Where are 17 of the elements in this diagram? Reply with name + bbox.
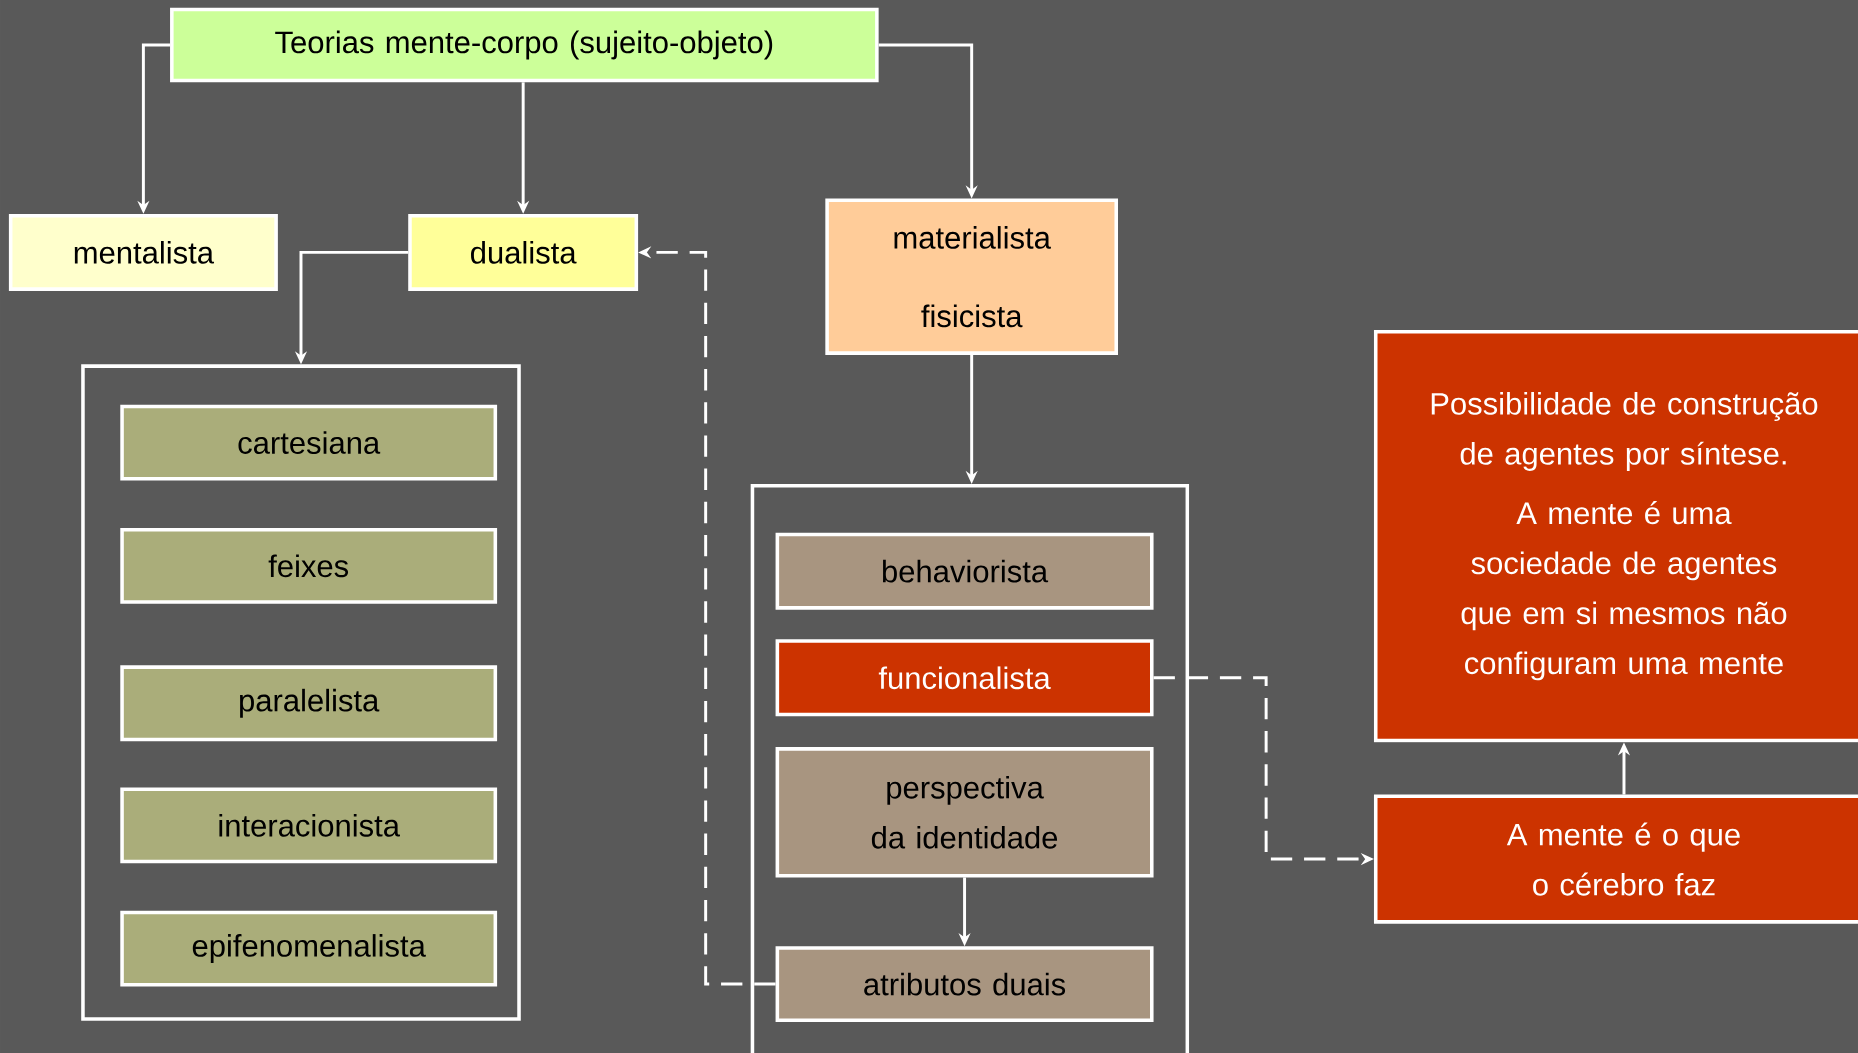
category-box: materialista fisicista (825, 198, 1118, 355)
note-box: A mente é o que o cérebro faz (1373, 794, 1858, 924)
theory-box: epifenomenalista (120, 910, 498, 987)
container-box (750, 483, 1190, 1053)
note-box: Possibilidade de construção de agentes por síntese. A mente é uma sociedade de agentes que em si mesmos não configuram uma mente (1373, 329, 1858, 743)
theory-box: funcionalista (775, 639, 1154, 717)
theory-box: behaviorista (775, 532, 1154, 610)
container-box (81, 364, 521, 1021)
category-box: mentalista (8, 213, 278, 291)
theory-box: feixes (120, 527, 498, 604)
theory-box: cartesiana (120, 404, 498, 481)
theory-box: interacionista (120, 787, 498, 864)
category-box: dualista (408, 213, 639, 291)
title-box: Teorias mente-corpo (sujeito-objeto) (170, 7, 879, 83)
theory-box: atributos duais (775, 946, 1154, 1022)
theory-box: paralelista (120, 665, 498, 741)
theory-box: perspectiva da identidade (775, 746, 1154, 878)
